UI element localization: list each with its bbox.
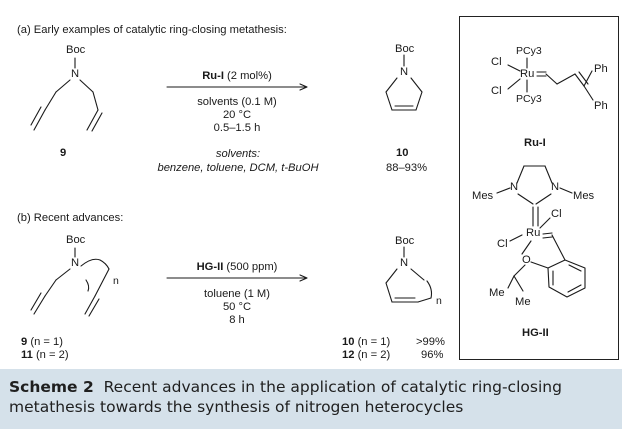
hg2-n-right: N <box>551 181 560 193</box>
sm-9-bonds <box>30 57 103 132</box>
product-row-1-number: 10 <box>342 336 355 348</box>
condition-a-1: solvents (0.1 M) <box>197 96 277 108</box>
sm-b-bonds <box>30 247 110 317</box>
hg2-label: HG-II <box>522 327 549 339</box>
ru1-pcy-top: PCy3 <box>516 45 542 57</box>
product-b-nitrogen: N <box>400 257 409 269</box>
caption-label: Scheme 2 <box>9 378 94 396</box>
catalyst-b-loading: (500 ppm) <box>226 261 278 273</box>
condition-b-1: toluene (1 M) <box>204 288 270 300</box>
heading-b: (b) Recent advances: <box>17 212 124 224</box>
caption-text: Recent advances in the application of ca… <box>9 378 562 416</box>
sm-row-2-number: 11 <box>21 349 33 361</box>
catalyst-line-b: HG-II (500 ppm) <box>167 261 307 274</box>
product-row-2-number: 12 <box>342 349 355 361</box>
solvents-list: benzene, toluene, DCM, t-BuOH <box>157 162 319 174</box>
hg2-me-left: Me <box>489 287 505 299</box>
figure-caption: Scheme 2 Recent advances in the applicat… <box>0 369 622 429</box>
product-row-2-yield: 96% <box>421 349 444 361</box>
condition-b-3: 8 h <box>229 314 245 326</box>
condition-a-3: 0.5–1.5 h <box>213 122 261 134</box>
hg2-n-left: N <box>510 181 519 193</box>
arrow-b <box>166 274 308 282</box>
solvents-label: solvents: <box>215 148 261 160</box>
sm-row-1-note: (n = 1) <box>30 336 63 348</box>
product-10-number: 10 <box>396 147 409 159</box>
sm-row-1: 9 (n = 1) <box>21 336 63 349</box>
product-row-1: 10 (n = 1) <box>342 336 390 349</box>
hg2-mes-left: Mes <box>472 190 494 202</box>
product-10-nitrogen: N <box>400 66 409 78</box>
product-row-2: 12 (n = 2) <box>342 349 390 362</box>
ru1-cl-top: Cl <box>491 56 502 68</box>
scheme-drawing <box>30 54 594 317</box>
hg2-cl-top: Cl <box>551 208 562 220</box>
product-row-2-note: (n = 2) <box>357 349 391 361</box>
ru1-cl-bottom: Cl <box>491 85 502 97</box>
reaction-scheme: (a) Early examples of catalytic ring-clo… <box>17 16 619 362</box>
heading-a: (a) Early examples of catalytic ring-clo… <box>17 24 287 36</box>
sm-row-2: 11 (n = 2) <box>21 349 69 362</box>
product-10-boc: Boc <box>395 43 415 55</box>
catalyst-a-name: Ru-I <box>202 70 224 82</box>
ru1-ph-bottom: Ph <box>594 100 608 112</box>
catalyst-a-loading: (2 mol%) <box>227 70 272 82</box>
condition-a-2: 20 °C <box>222 109 252 121</box>
catalyst-box <box>459 16 619 360</box>
sm-9-nitrogen: N <box>71 68 80 80</box>
yield-a: 88–93% <box>386 162 428 174</box>
ru1-label: Ru-I <box>524 137 546 149</box>
product-10-bonds <box>385 54 423 111</box>
hg2-metal: Ru <box>526 227 541 239</box>
product-b-boc: Boc <box>395 235 415 247</box>
hg2-cl-left: Cl <box>497 238 508 250</box>
product-b-n-index: n <box>436 295 442 307</box>
catalyst-b-name: HG-II <box>196 261 224 273</box>
sm-row-1-number: 9 <box>21 336 28 348</box>
product-row-1-note: (n = 1) <box>357 336 391 348</box>
sm-b-n-index: n <box>113 275 119 287</box>
product-b-bonds <box>385 246 433 303</box>
sm-b-boc: Boc <box>66 234 86 246</box>
ru1-ph-top: Ph <box>594 63 608 75</box>
hg2-bonds <box>496 165 586 298</box>
arrow-a <box>166 83 308 91</box>
ru1-metal: Ru <box>520 68 535 80</box>
ru1-bonds <box>507 57 594 101</box>
catalyst-line-a: Ru-I (2 mol%) <box>167 70 307 83</box>
sm-9-boc: Boc <box>66 44 86 56</box>
condition-b-2: 50 °C <box>222 301 252 313</box>
product-row-1-yield: >99% <box>416 336 445 348</box>
sm-9-number: 9 <box>60 147 67 159</box>
ru1-pcy-bottom: PCy3 <box>516 93 542 105</box>
hg2-oxygen: O <box>522 254 531 266</box>
sm-b-nitrogen: N <box>71 257 80 269</box>
hg2-me-bottom: Me <box>515 296 531 308</box>
sm-row-2-note: (n = 2) <box>35 349 69 361</box>
hg2-mes-right: Mes <box>573 190 595 202</box>
